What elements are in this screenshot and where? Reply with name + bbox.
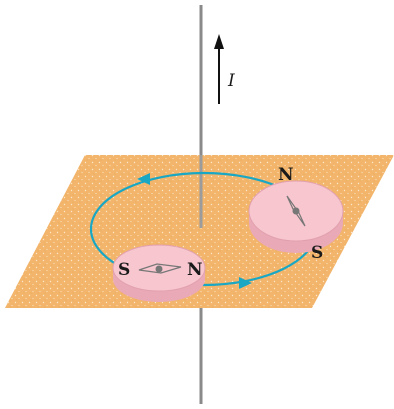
field-arrow-bottom [239, 277, 252, 289]
current-arrow-head [214, 34, 224, 49]
compass-right-pivot [292, 207, 300, 215]
compass-left-needle [138, 263, 182, 274]
compass-left-pivot [155, 265, 163, 273]
compass-right-north-label: N [278, 165, 294, 185]
current-label: I [227, 71, 235, 91]
compass-left [112, 244, 206, 302]
compass-right-needle [286, 195, 306, 227]
compass-right [248, 180, 344, 253]
compass-right-south-label: S [311, 243, 323, 263]
compass-left-south-label: S [118, 260, 130, 280]
compass-left-north-label: N [187, 260, 203, 280]
field-arrow-top [137, 173, 150, 185]
